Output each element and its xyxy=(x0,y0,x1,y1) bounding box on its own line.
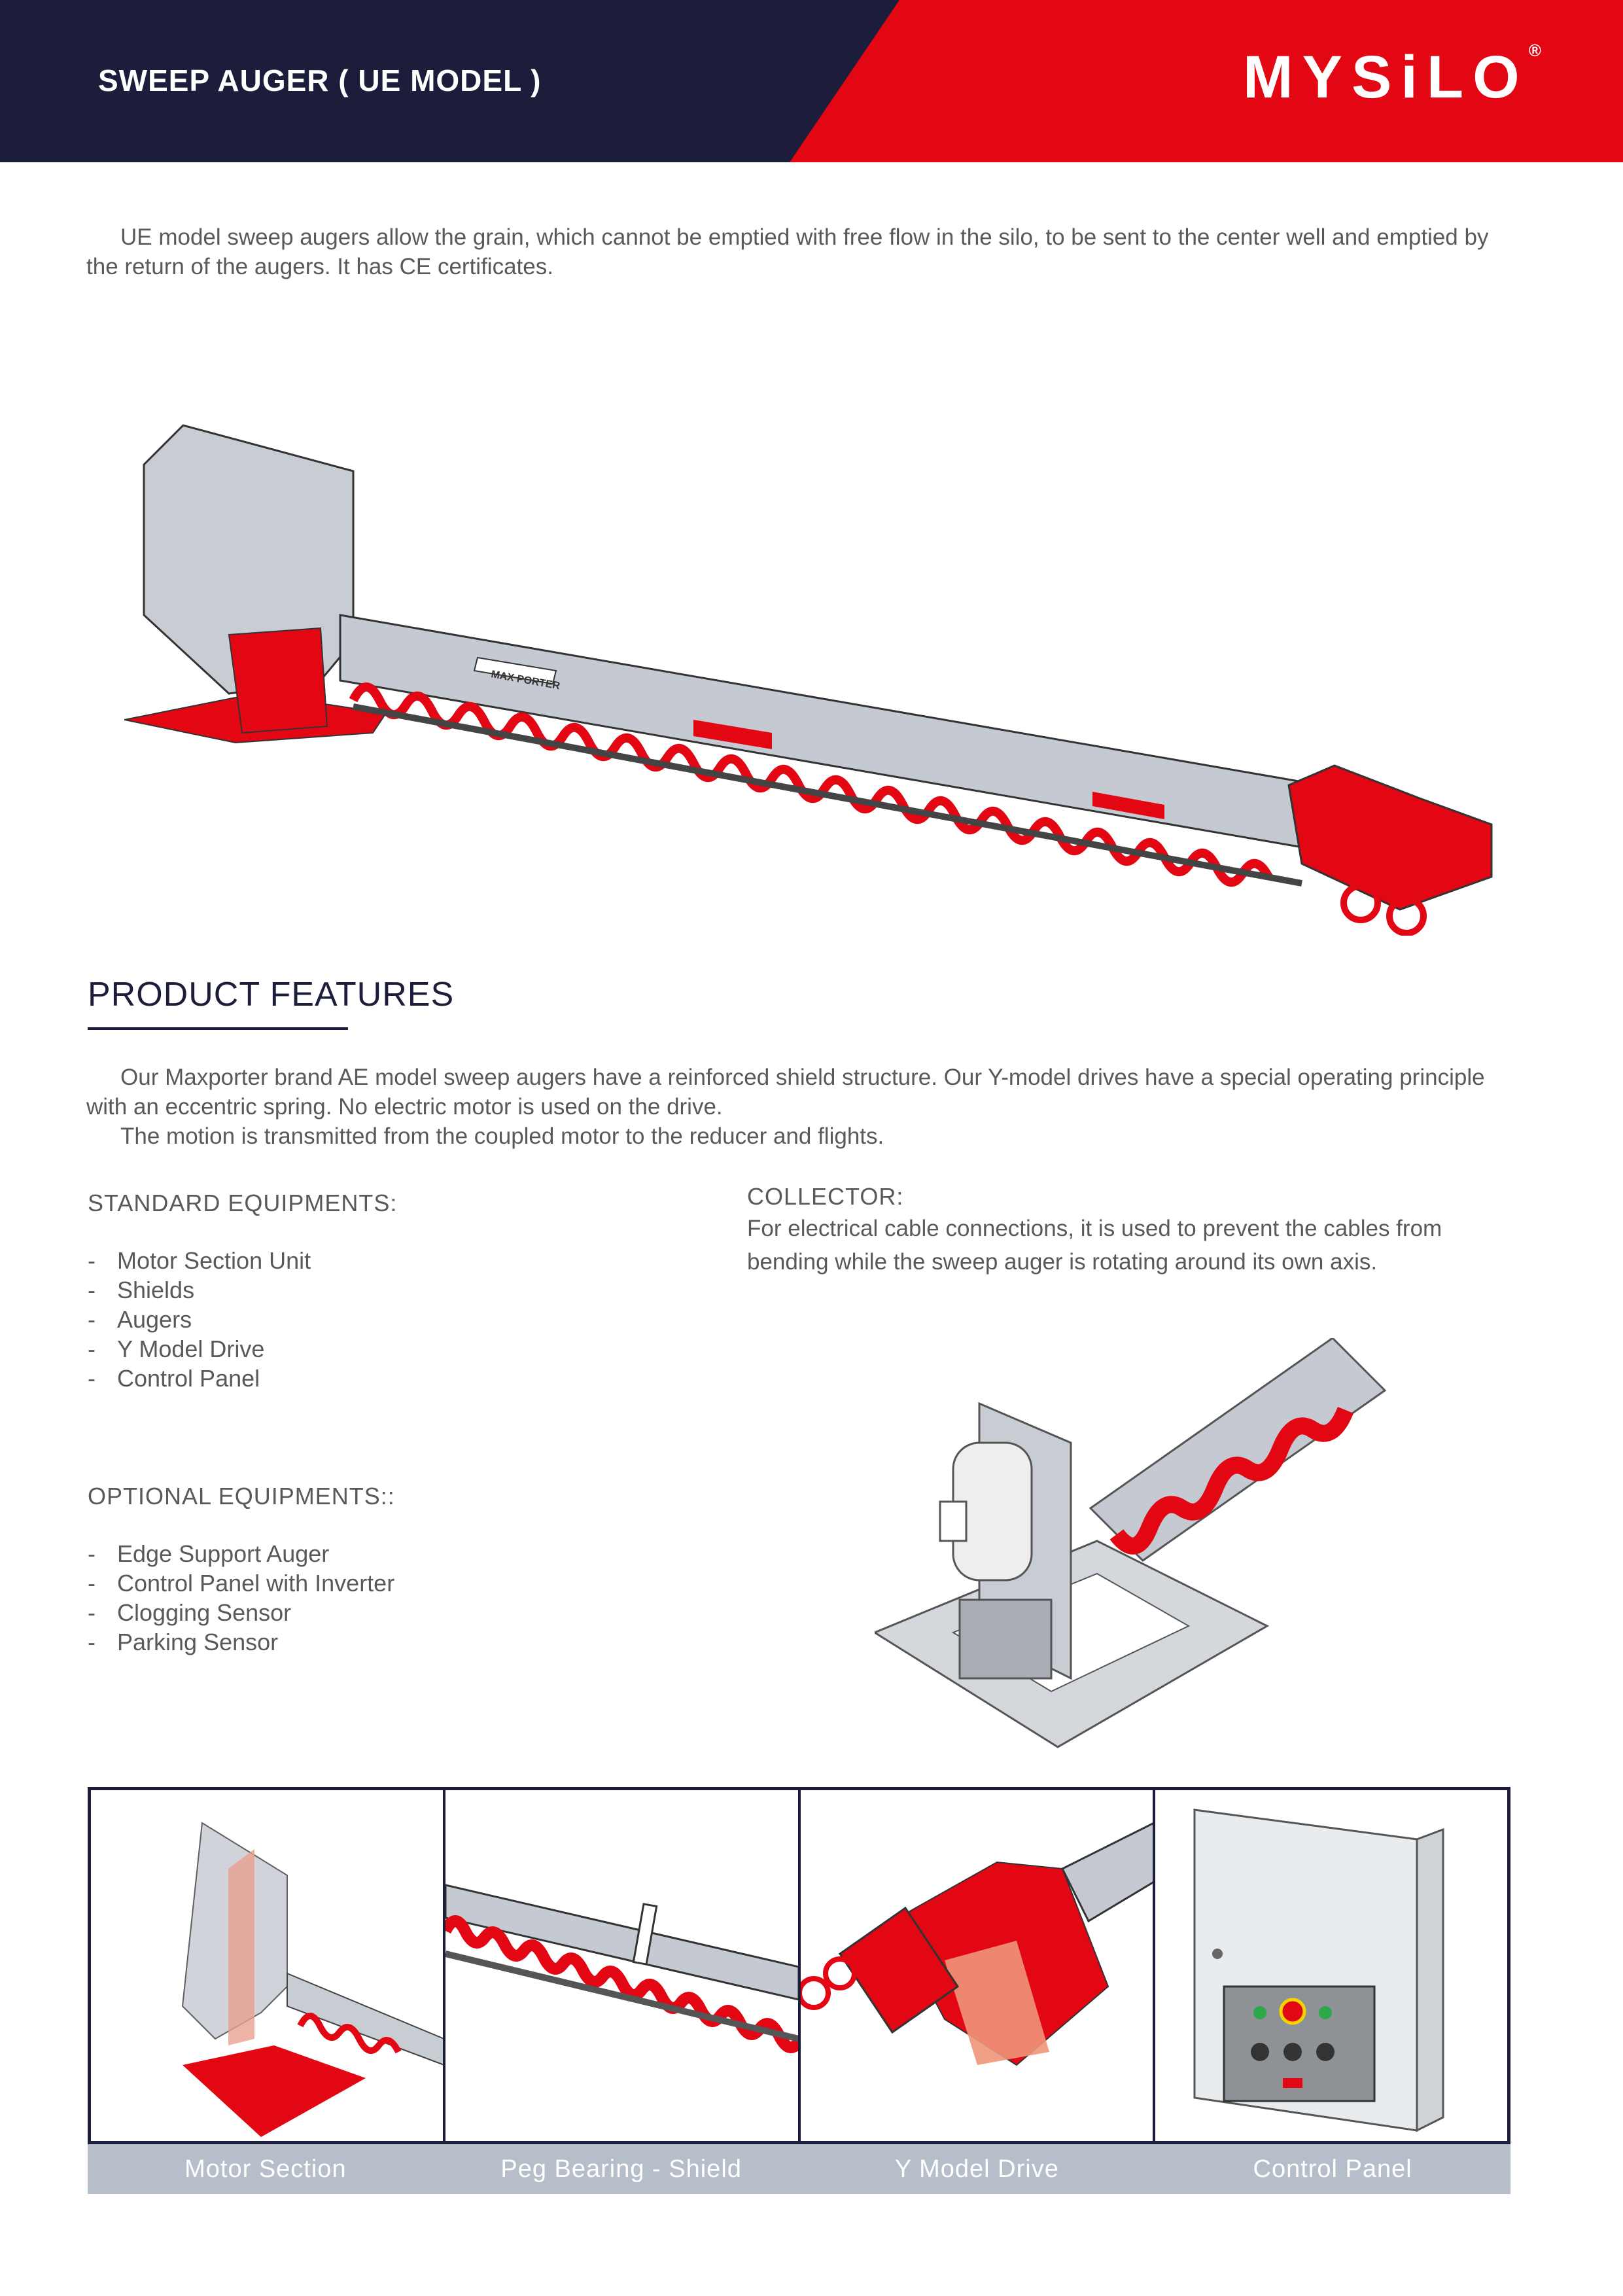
standard-equipments-heading: STANDARD EQUIPMENTS: xyxy=(88,1190,398,1216)
list-item: -Y Model Drive xyxy=(88,1335,265,1362)
list-item: -Clogging Sensor xyxy=(88,1599,292,1626)
brand-logo: MYSiLO® xyxy=(1243,41,1541,112)
list-item: -Shields xyxy=(88,1277,195,1303)
header-red-panel xyxy=(790,0,1623,162)
product-features-heading: PRODUCT FEATURES xyxy=(88,976,455,1014)
caption-control-panel: Control Panel xyxy=(1253,2155,1412,2183)
features-paragraph-2: The motion is transmitted from the coupl… xyxy=(120,1123,884,1149)
collector-text: For electrical cable connections, it is … xyxy=(747,1216,1442,1275)
caption-peg-bearing-shield: Peg Bearing - Shield xyxy=(500,2155,742,2183)
y-model-drive-image xyxy=(800,1822,1153,2066)
gallery-motor-section xyxy=(91,1790,446,2141)
list-item: -Control Panel with Inverter xyxy=(88,1570,395,1597)
motor-section-image xyxy=(181,1822,444,2137)
registered-mark: ® xyxy=(1528,41,1541,60)
gallery-captions: Motor Section Peg Bearing - Shield Y Mod… xyxy=(88,2144,1510,2194)
features-text: Our Maxporter brand AE model sweep auger… xyxy=(86,1063,1526,1151)
collector-illustration xyxy=(875,1338,1387,1748)
gallery-grid xyxy=(88,1787,1510,2144)
gallery-y-model-drive xyxy=(800,1790,1155,2141)
sweep-auger-illustration: MAX PORTER xyxy=(124,424,1493,936)
optional-equipments-list: -Edge Support Auger -Control Panel with … xyxy=(88,1539,394,1657)
peg-bearing-image xyxy=(445,1884,798,2053)
heading-underline xyxy=(88,1027,348,1030)
list-item: -Edge Support Auger xyxy=(88,1540,330,1567)
gallery-peg-bearing-shield xyxy=(445,1790,801,2141)
caption-y-model-drive: Y Model Drive xyxy=(894,2155,1059,2183)
list-item: -Control Panel xyxy=(88,1365,260,1392)
features-paragraph-1: Our Maxporter brand AE model sweep auger… xyxy=(86,1065,1485,1120)
page-title: SWEEP AUGER ( UE MODEL ) xyxy=(98,63,542,97)
standard-equipments-list: -Motor Section Unit -Shields -Augers -Y … xyxy=(88,1246,311,1393)
collector-heading: COLLECTOR: xyxy=(747,1183,904,1210)
list-item: -Motor Section Unit xyxy=(88,1247,311,1274)
logo-text: MYSiLO xyxy=(1243,44,1529,111)
control-panel-image xyxy=(1193,1809,1444,2132)
list-item: -Augers xyxy=(88,1306,192,1333)
optional-equipments-heading: OPTIONAL EQUIPMENTS:: xyxy=(88,1483,395,1510)
gallery-control-panel xyxy=(1155,1790,1507,2141)
caption-motor-section: Motor Section xyxy=(184,2155,347,2183)
intro-text: UE model sweep augers allow the grain, w… xyxy=(86,224,1489,279)
list-item: -Parking Sensor xyxy=(88,1629,279,1655)
